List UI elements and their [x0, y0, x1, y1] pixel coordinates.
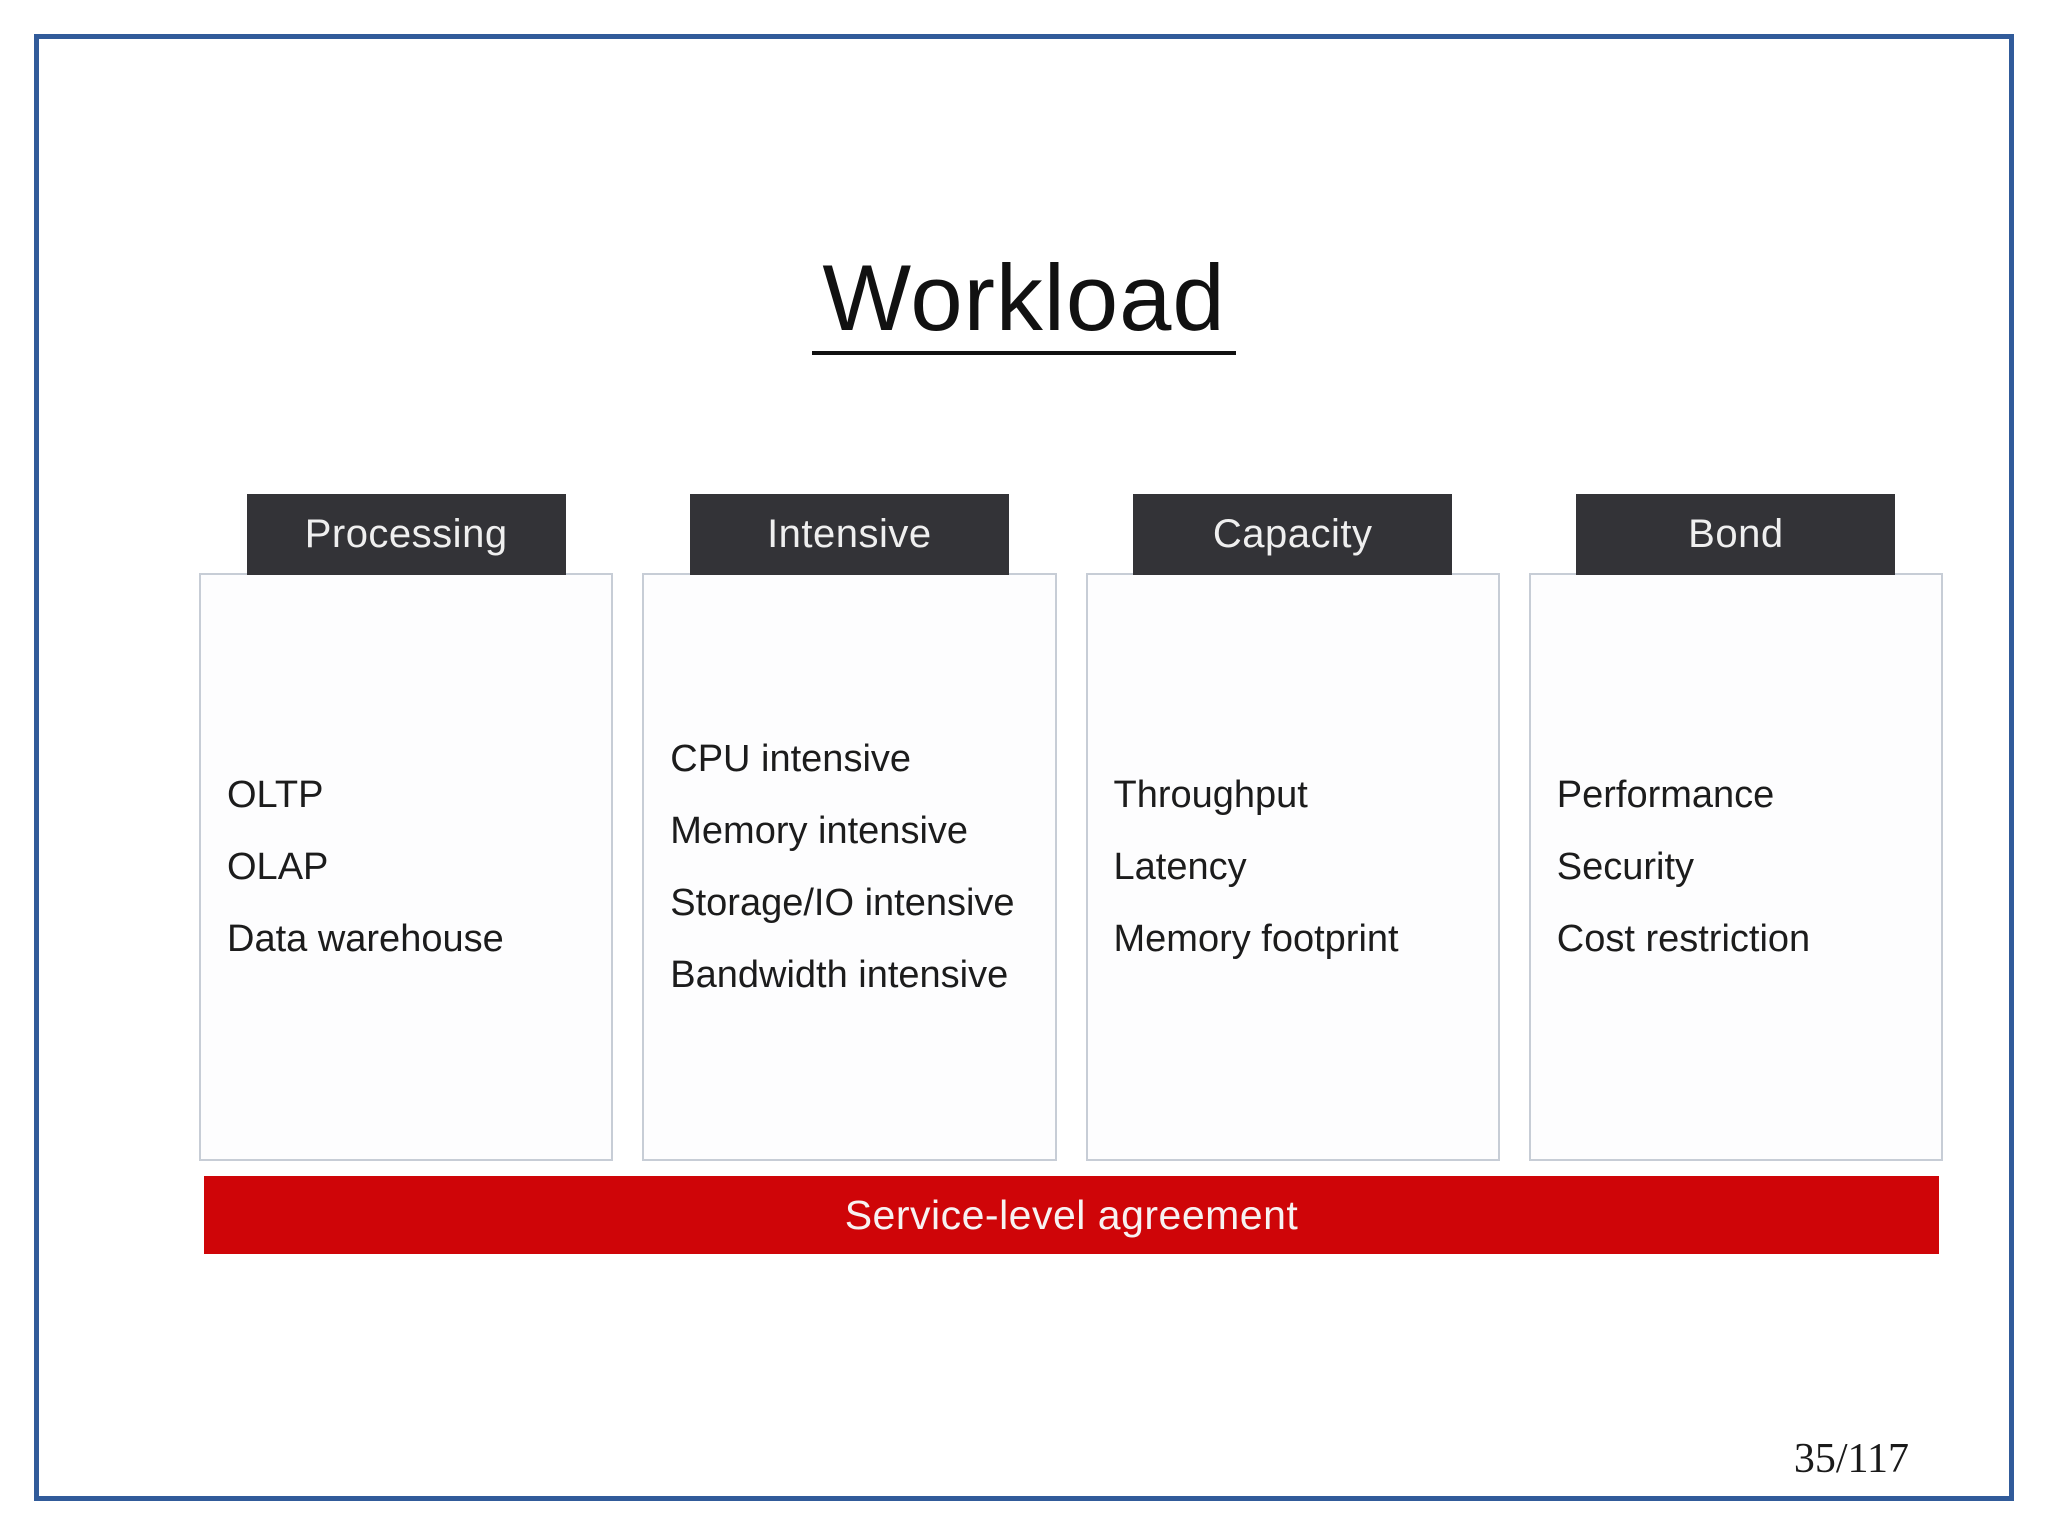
- list-item: Data warehouse: [227, 918, 504, 960]
- column-box-capacity: Throughput Latency Memory footprint: [1085, 573, 1500, 1161]
- page-title: Workload: [39, 251, 2009, 355]
- list-item: Bandwidth intensive: [670, 954, 1009, 996]
- column-header-capacity: Capacity: [1133, 494, 1453, 575]
- list-item: Latency: [1113, 846, 1247, 888]
- page-number: 35/117: [1793, 1436, 1909, 1482]
- column-intensive: Intensive CPU intensive Memory intensive…: [642, 494, 1057, 1161]
- list-item: Performance: [1556, 774, 1775, 816]
- list-item: Memory intensive: [670, 810, 969, 852]
- list-item: Storage/IO intensive: [670, 882, 1015, 924]
- list-item: Memory footprint: [1113, 918, 1399, 960]
- list-item: Throughput: [1113, 774, 1308, 816]
- column-header-intensive: Intensive: [689, 494, 1009, 575]
- sla-bar-label: Service-level agreement: [844, 1191, 1299, 1238]
- column-box-intensive: CPU intensive Memory intensive Storage/I…: [642, 573, 1057, 1161]
- workload-columns: Processing OLTP OLAP Data warehouse Inte…: [199, 494, 1943, 1161]
- column-header-processing: Processing: [246, 494, 566, 575]
- list-item: OLTP: [227, 774, 324, 816]
- list-item: Cost restriction: [1556, 918, 1811, 960]
- page-title-text: Workload: [812, 251, 1236, 355]
- column-box-bond: Performance Security Cost restriction: [1528, 573, 1943, 1161]
- list-item: OLAP: [227, 846, 329, 888]
- column-bond: Bond Performance Security Cost restricti…: [1528, 494, 1943, 1161]
- column-header-bond: Bond: [1576, 494, 1896, 575]
- column-box-processing: OLTP OLAP Data warehouse: [199, 573, 614, 1161]
- list-item: Security: [1556, 846, 1695, 888]
- service-level-agreement-bar: Service-level agreement: [204, 1176, 1939, 1254]
- slide-frame-border: Workload Processing OLTP OLAP Data wareh…: [34, 34, 2014, 1501]
- list-item: CPU intensive: [670, 738, 912, 780]
- column-processing: Processing OLTP OLAP Data warehouse: [199, 494, 614, 1161]
- column-capacity: Capacity Throughput Latency Memory footp…: [1085, 494, 1500, 1161]
